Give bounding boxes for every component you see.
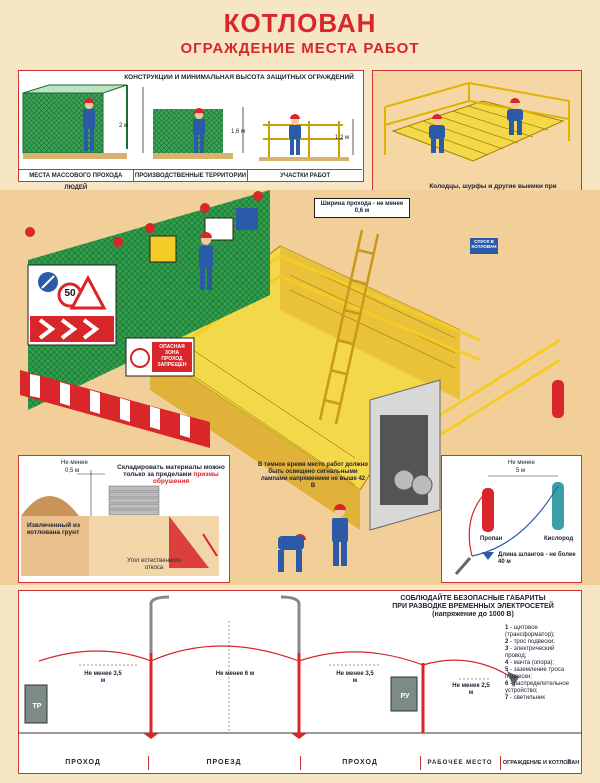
fence-column-label: МЕСТА МАССОВОГО ПРОХОДА ЛЮДЕЙ bbox=[19, 170, 134, 191]
sign-exit: СПУСК В КОТЛОВАН bbox=[471, 239, 497, 249]
pit-cover-panel: Колодцы, шурфы и другие выемки при длите… bbox=[372, 70, 582, 212]
dim-left: Не менее 3,5 м bbox=[84, 671, 122, 684]
legend-item: 6 - распределительное устройство; bbox=[505, 681, 570, 694]
propane-label: Пропан bbox=[480, 536, 503, 542]
storage-panel: Не менее 0,5 м Складировать материалы мо… bbox=[18, 455, 230, 583]
worker-figure bbox=[429, 114, 445, 153]
worker-figure bbox=[83, 98, 95, 151]
box-tp-label: ТР bbox=[32, 703, 42, 710]
box-ru-label: РУ bbox=[400, 693, 410, 700]
legend-item: 2 - трос подвески; bbox=[505, 639, 555, 645]
night-lighting-note: В темное время место работ должно быть о… bbox=[258, 462, 368, 489]
oxygen-label: Кислород bbox=[544, 536, 574, 542]
storage-min-value: 0,5 м bbox=[65, 468, 80, 474]
worker-figure bbox=[278, 534, 306, 572]
power-title-line1: СОБЛЮДАЙТЕ БЕЗОПАСНЫЕ ГАБАРИТЫ bbox=[400, 595, 546, 602]
fence-height-3: 1,2 м bbox=[335, 135, 350, 141]
gas-min-value: 5 м bbox=[516, 468, 526, 474]
storage-note: Складировать материалы можно только за п… bbox=[115, 464, 227, 485]
worker-figure bbox=[193, 108, 205, 153]
sign-danger-line1: ОПАСНАЯ ЗОНА bbox=[159, 344, 185, 356]
legend-item: 7 - светильник bbox=[505, 695, 545, 701]
worker-figure bbox=[289, 114, 301, 155]
storage-note-prefix: Складировать материалы можно только за п… bbox=[117, 464, 225, 478]
dim-center: Не менее 6 м bbox=[215, 671, 255, 677]
power-title-line3: (напряжение до 1000 В) bbox=[432, 611, 514, 618]
storage-illustration bbox=[21, 470, 219, 576]
fence-columns-row: МЕСТА МАССОВОГО ПРОХОДА ЛЮДЕЙ ПРОИЗВОДСТ… bbox=[19, 169, 362, 191]
page-number: 2 bbox=[567, 759, 571, 766]
fence-column-label: УЧАСТКИ РАБОТ bbox=[280, 173, 331, 179]
passage-note: Ширина прохода - не менее 0,6 м bbox=[314, 198, 410, 218]
legend-item: 1 - щитовое (трансформатор); bbox=[505, 625, 555, 638]
worker-figure bbox=[507, 98, 523, 135]
zone-fence-pit: ОГРАЖДЕНИЕ И КОТЛОВАН bbox=[502, 760, 580, 766]
gas-cylinders-panel: Не менее 5 м Пропан Кислород Длина шланг… bbox=[441, 455, 582, 583]
hose-length-note: Длина шлангов - не более 40 м bbox=[498, 552, 576, 565]
fence-panel: КОНСТРУКЦИИ И МИНИМАЛЬНАЯ ВЫСОТА ЗАЩИТНЫ… bbox=[18, 70, 364, 191]
page-title: КОТЛОВАН bbox=[223, 8, 377, 38]
dim-right: Не менее 2,5 м bbox=[452, 683, 490, 696]
sign-danger-line2: ПРОХОД ЗАПРЕЩЕН bbox=[157, 356, 187, 368]
power-title-line2: ПРИ РАЗВОДКЕ ВРЕМЕННЫХ ЭЛЕКТРОСЕТЕЙ bbox=[392, 603, 554, 610]
excavated-soil-label: Извлеченный из котлована грунт bbox=[27, 522, 81, 536]
fence-height-2: 1,6 м bbox=[231, 129, 246, 135]
storage-note-highlight: призмы обрушения bbox=[152, 471, 219, 485]
worker-figure bbox=[199, 232, 213, 290]
legend-item: 5 - заземление троса подвески; bbox=[505, 667, 565, 680]
pit-cover-illustration bbox=[384, 82, 570, 162]
angle-label: Угол естественного откоса bbox=[127, 558, 181, 571]
fence-panel-title: КОНСТРУКЦИИ И МИНИМАЛЬНАЯ ВЫСОТА ЗАЩИТНЫ… bbox=[124, 74, 354, 81]
sign-speed-limit: 50 bbox=[64, 288, 76, 299]
gas-cylinders-illustration bbox=[454, 475, 564, 575]
legend-item: 3 - электрический провод; bbox=[505, 646, 555, 659]
storage-min-label: Не менее bbox=[61, 460, 88, 466]
page-subtitle: ОГРАЖДЕНИЕ МЕСТА РАБОТ bbox=[180, 40, 420, 57]
worker-figure bbox=[332, 504, 348, 566]
dim-right-mid: Не менее 3,5 м bbox=[336, 671, 374, 684]
fence-illustration bbox=[22, 84, 354, 161]
zone-workplace: РАБОЧЕЕ МЕСТО bbox=[420, 756, 501, 770]
legend-item: 4 - мачта (опора); bbox=[505, 660, 555, 666]
sign-danger-zone: ОПАСНАЯ ЗОНА ПРОХОД ЗАПРЕЩЕН bbox=[152, 344, 192, 368]
fence-height-1: 2 м bbox=[119, 123, 129, 129]
power-line-panel: СОБЛЮДАЙТЕ БЕЗОПАСНЫЕ ГАБАРИТЫ ПРИ РАЗВО… bbox=[18, 590, 582, 774]
power-title: СОБЛЮДАЙТЕ БЕЗОПАСНЫЕ ГАБАРИТЫ ПРИ РАЗВО… bbox=[383, 595, 563, 619]
gas-min-label: Не менее bbox=[508, 460, 535, 466]
power-line-illustration bbox=[19, 595, 581, 739]
fence-column-label: ПРОИЗВОДСТВЕННЫЕ ТЕРРИТОРИИ bbox=[134, 170, 249, 182]
passage-note-text: Ширина прохода - не менее 0,6 м bbox=[320, 201, 404, 214]
power-legend: 1 - щитовое (трансформатор); 2 - трос по… bbox=[505, 625, 577, 702]
zone-passage: ПРОХОД bbox=[18, 756, 149, 770]
zone-driveway: ПРОЕЗД bbox=[148, 756, 301, 770]
zone-passage-2: ПРОХОД bbox=[300, 756, 421, 770]
